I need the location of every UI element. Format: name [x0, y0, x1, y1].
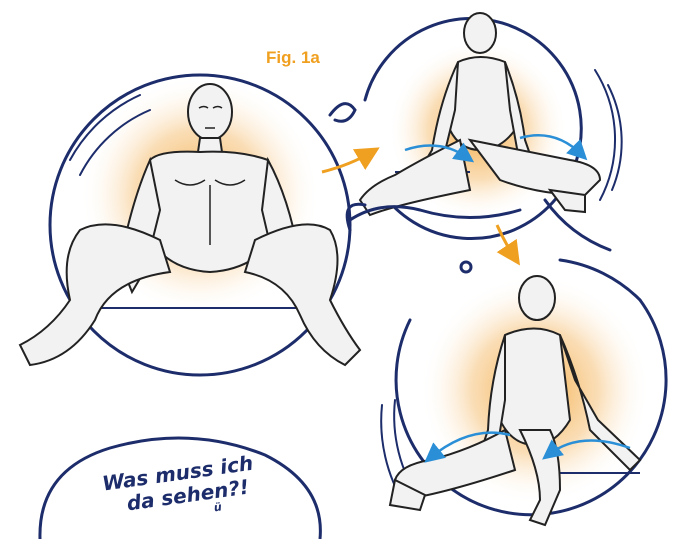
- figure-rotation-right-panel: [360, 13, 622, 239]
- figure-label: Fig. 1a: [266, 48, 320, 68]
- figure-rotation-left-panel: [381, 260, 666, 525]
- figure-front-panel: [20, 75, 360, 375]
- arrow-orange-1: [322, 152, 372, 172]
